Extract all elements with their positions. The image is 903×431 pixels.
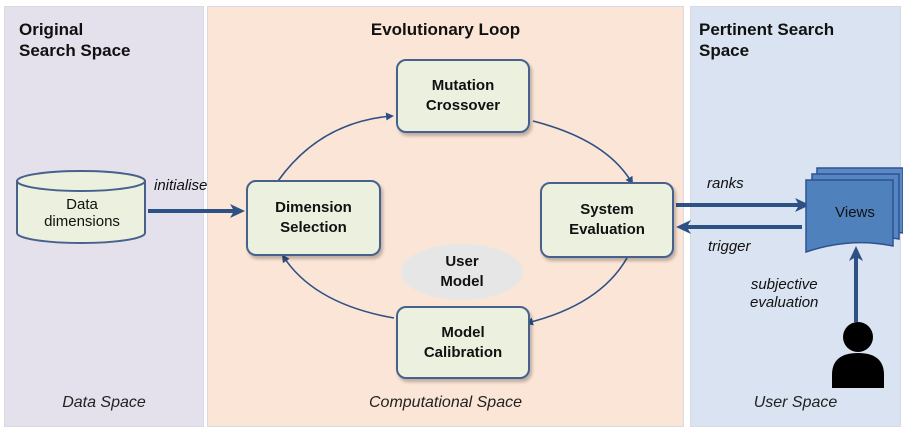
arrow-selection-to-mutation <box>277 112 394 182</box>
views-label: Views <box>835 204 875 221</box>
subjective-evaluation-label: subjective evaluation <box>750 276 819 311</box>
computational-space-label: Computational Space <box>369 394 522 411</box>
data-space-label: Data Space <box>62 394 146 411</box>
arrow-mutation-to-evaluation <box>532 120 634 185</box>
system-evaluation-node[interactable]: System Evaluation <box>540 182 674 258</box>
person-icon <box>832 322 884 388</box>
original-search-space-title: Original Search Space <box>19 20 131 60</box>
arrow-evaluation-to-calibration <box>525 257 628 326</box>
database-icon <box>16 170 146 244</box>
data-dimensions-label: Data dimensions <box>44 196 120 230</box>
trigger-label: trigger <box>708 238 751 255</box>
initialise-label: initialise <box>154 177 208 194</box>
ranks-label: ranks <box>707 175 744 192</box>
user-space-label: User Space <box>753 394 838 411</box>
user-model-node: User Model <box>401 244 523 300</box>
model-calibration-node[interactable]: Model Calibration <box>396 306 530 379</box>
pertinent-search-space-title: Pertinent Search Space <box>699 20 835 60</box>
mutation-crossover-node[interactable]: Mutation Crossover <box>396 59 530 133</box>
arrow-calibration-to-selection <box>281 254 395 319</box>
dimension-selection-node[interactable]: Dimension Selection <box>246 180 381 256</box>
evolutionary-loop-title: Evolutionary Loop <box>370 20 521 39</box>
